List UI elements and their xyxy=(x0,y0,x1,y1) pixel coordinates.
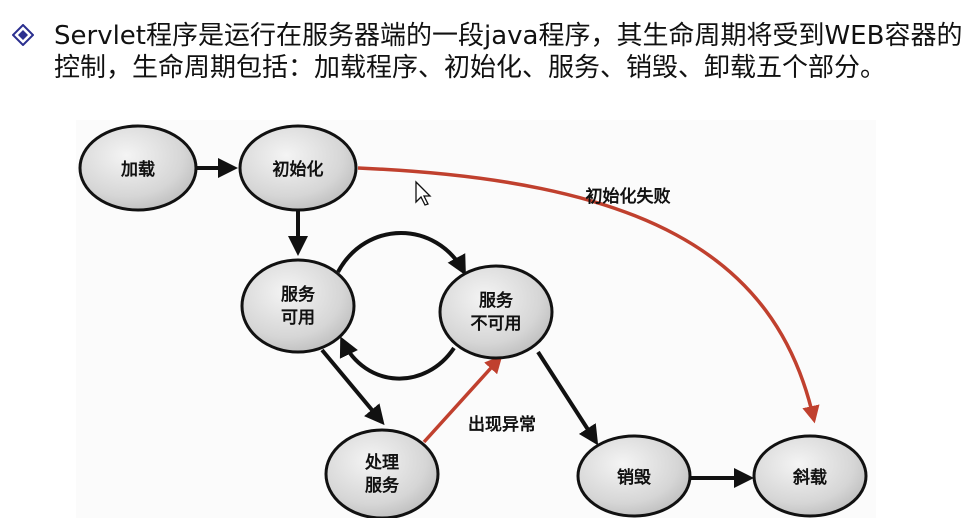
node-init: 初始化 xyxy=(238,124,358,212)
node-unavailable: 服务 不可用 xyxy=(438,264,554,360)
lifecycle-svg: 加载 初始化 服务 可用 服务 不可用 处理 服务 销毁 斜载 xyxy=(78,124,868,520)
label-init-failed: 初始化失败 xyxy=(586,186,671,207)
node-load: 加载 xyxy=(78,124,198,212)
diamond-bullet-icon xyxy=(12,24,34,46)
node-unavailable-label-1: 服务 xyxy=(479,290,514,311)
edge-process-unavailable-exception xyxy=(422,355,503,444)
bullet-text: Servlet程序是运行在服务器端的一段java程序，其生命周期将受到WEB容器… xyxy=(54,21,963,83)
label-exception: 出现异常 xyxy=(468,414,536,435)
node-available-label-2: 可用 xyxy=(281,308,315,328)
node-destroy: 销毁 xyxy=(576,434,692,518)
node-load-label: 加载 xyxy=(120,159,155,180)
mouse-cursor-icon xyxy=(415,180,432,206)
node-available-label-1: 服务 xyxy=(281,284,316,305)
node-init-label: 初始化 xyxy=(273,159,324,180)
node-unavailable-label-2: 不可用 xyxy=(471,314,522,334)
edge-unavailable-available-bottom xyxy=(339,336,456,381)
edge-unavailable-destroy xyxy=(536,350,599,446)
node-destroy-label: 销毁 xyxy=(617,467,652,488)
edge-available-unavailable-top xyxy=(336,231,466,276)
node-process: 处理 服务 xyxy=(324,428,440,520)
lifecycle-diagram: 加载 初始化 服务 可用 服务 不可用 处理 服务 销毁 斜载 xyxy=(76,120,876,520)
node-unload: 斜载 xyxy=(752,434,868,518)
node-unload-label: 斜载 xyxy=(792,467,827,488)
edge-available-process xyxy=(320,348,385,426)
node-process-label-2: 服务 xyxy=(365,475,400,496)
node-available: 服务 可用 xyxy=(240,258,356,354)
edge-init-unload-failed xyxy=(357,166,820,424)
node-process-label-1: 处理 xyxy=(364,452,399,473)
